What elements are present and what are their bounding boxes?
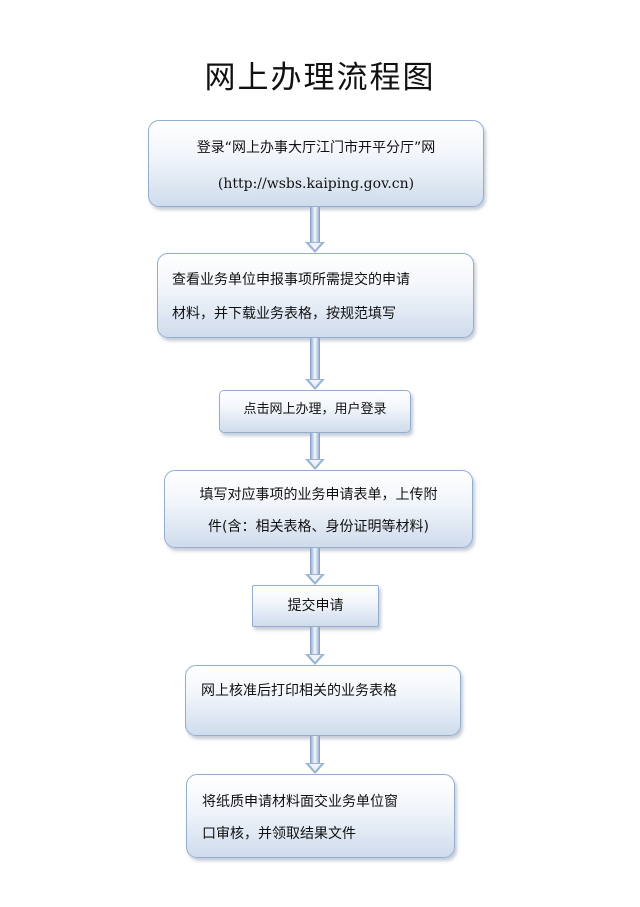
step-7-line-2: 口审核，并领取结果文件 [202, 826, 356, 842]
step-1-line-2: (http://wsbs.kaiping.gov.cn) [217, 176, 415, 192]
step-2-line-1: 查看业务单位申报事项所需提交的申请 [172, 272, 410, 288]
step-5-line-1: 提交申请 [287, 598, 344, 614]
flow-arrow-3 [305, 433, 325, 470]
step-2-line-2: 材料，并下载业务表格，按规范填写 [172, 306, 396, 322]
step-1-login-box: 登录“网上办事大厅江门市开平分厅”网 (http://wsbs.kaiping.… [148, 120, 484, 207]
step-3-line-1: 点击网上办理，用户登录 [243, 402, 387, 417]
step-4-line-1: 填写对应事项的业务申请表单，上传附 [199, 487, 438, 503]
step-6-line-1: 网上核准后打印相关的业务表格 [201, 683, 397, 699]
page-title: 网上办理流程图 [204, 60, 436, 96]
step-4-line-2: 件(含：相关表格、身份证明等材料) [208, 519, 429, 535]
step-5-submit-box: 提交申请 [252, 585, 379, 627]
step-3-online-login-box: 点击网上办理，用户登录 [219, 390, 411, 433]
flow-arrow-5 [305, 627, 325, 665]
step-4-fill-form-box: 填写对应事项的业务申请表单，上传附 件(含：相关表格、身份证明等材料) [164, 470, 473, 548]
flow-arrow-1 [305, 207, 325, 253]
flow-arrow-2 [305, 338, 325, 390]
step-2-view-materials-box: 查看业务单位申报事项所需提交的申请 材料，并下载业务表格，按规范填写 [157, 253, 474, 338]
step-7-paper-submission-box: 将纸质申请材料面交业务单位窗 口审核，并领取结果文件 [186, 774, 455, 858]
flow-arrow-4 [305, 548, 325, 585]
flow-arrow-6 [305, 736, 325, 774]
step-7-line-1: 将纸质申请材料面交业务单位窗 [202, 794, 398, 810]
step-6-print-forms-box: 网上核准后打印相关的业务表格 [185, 665, 461, 736]
step-1-line-1: 登录“网上办事大厅江门市开平分厅”网 [196, 140, 436, 156]
